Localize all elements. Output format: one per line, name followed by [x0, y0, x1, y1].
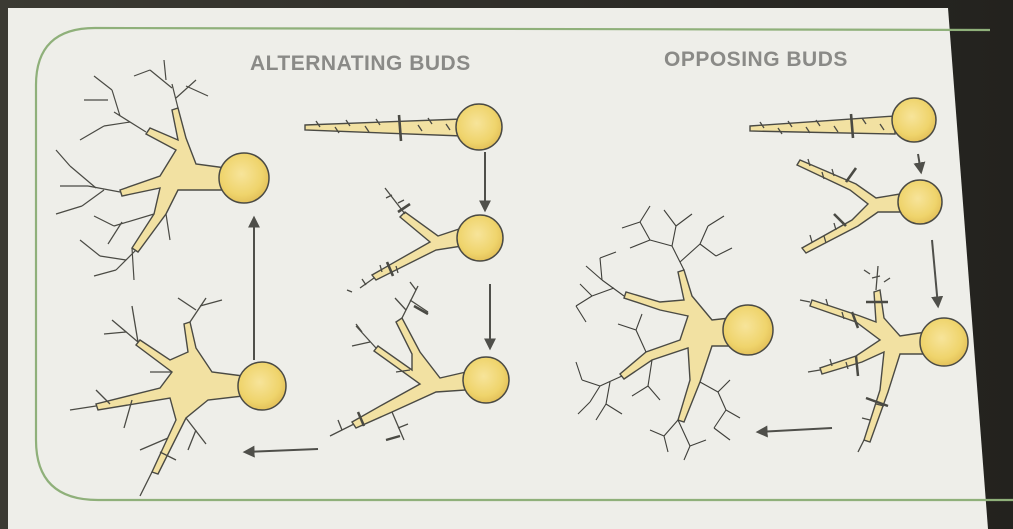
cell-body: [457, 215, 503, 261]
paper-surface: [8, 8, 988, 529]
cell-body: [892, 98, 936, 142]
cell-body: [898, 180, 942, 224]
cell-body: [456, 104, 502, 150]
cell-body: [238, 362, 286, 410]
cell-body: [723, 305, 773, 355]
cell-body: [463, 357, 509, 403]
cell-body: [920, 318, 968, 366]
heading-opposing-buds: OPPOSING BUDS: [664, 48, 848, 71]
cell-body: [219, 153, 269, 203]
heading-alternating-buds: ALTERNATING BUDS: [250, 52, 471, 75]
